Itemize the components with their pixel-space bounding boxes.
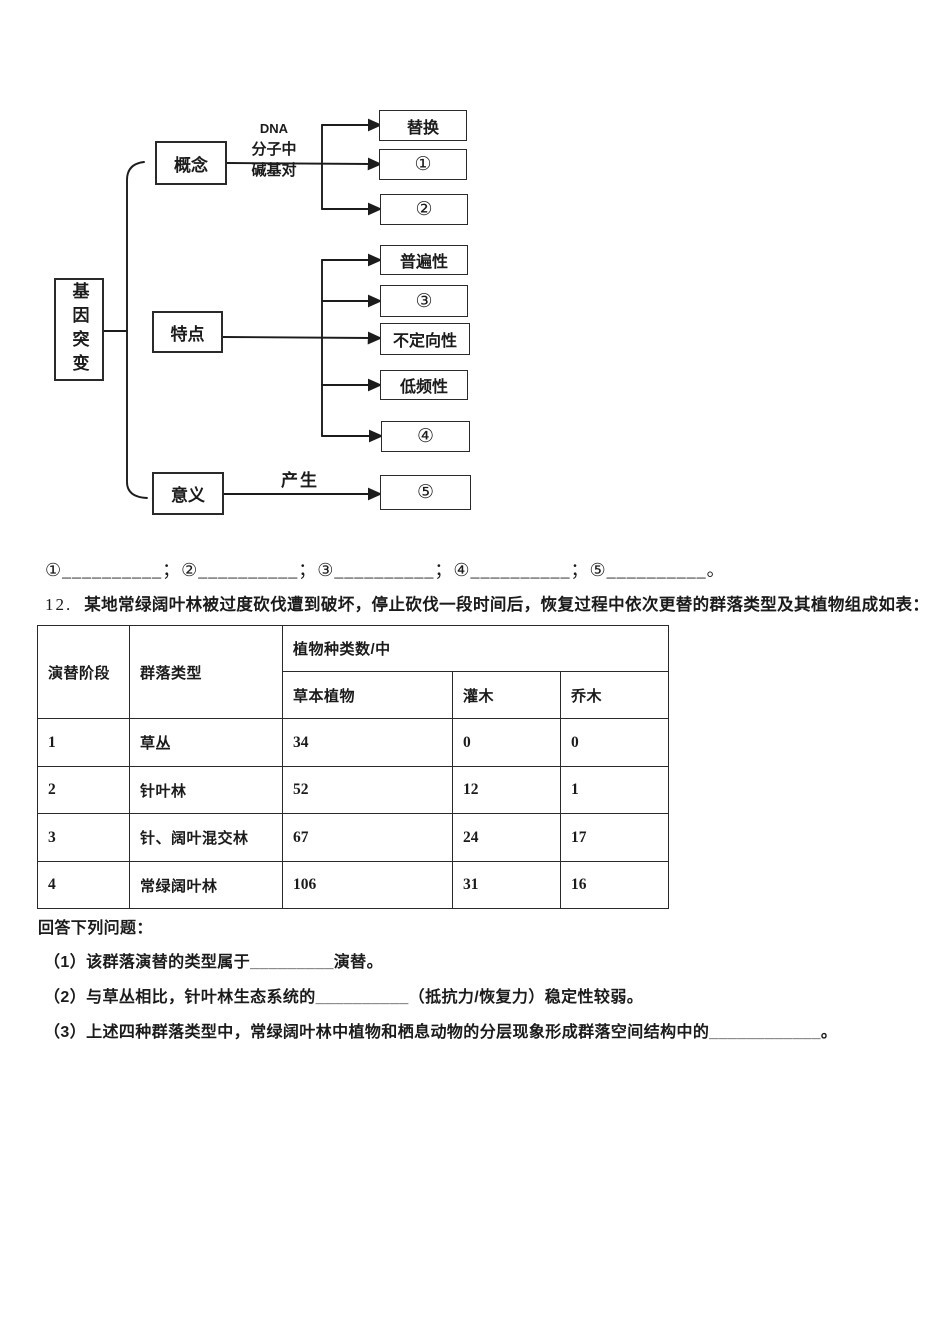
header-shrub: 灌木 [452, 671, 561, 719]
dna-label-line2: 分子中 [251, 141, 297, 158]
cell-tree: 1 [560, 766, 669, 814]
sub-question-1: （1）该群落演替的类型属于_________演替。 [44, 954, 383, 971]
header-species-group: 植物种类数/中 [282, 625, 669, 672]
table-header-row-2: 草本植物 灌木 乔木 [38, 671, 669, 719]
question-12-number: 12. [45, 595, 73, 614]
cell-tree: 16 [560, 861, 669, 909]
header-tree: 乔木 [560, 671, 669, 719]
target-box-substitution: 替换 [379, 110, 467, 141]
table-row: 3 针、阔叶混交林 67 24 17 [37, 813, 669, 862]
header-herb: 草本植物 [282, 671, 453, 719]
concept-main-arrow [226, 157, 383, 171]
target-box-nondirectional: 不定向性 [380, 323, 470, 355]
cell-community: 针叶林 [129, 766, 283, 814]
sub-question-2: （2）与草丛相比，针叶林生态系统的__________（抵抗力/恢复力）稳定性较… [44, 989, 644, 1006]
meaning-box: 意义 [152, 472, 224, 515]
target-box-blank1: ① [379, 149, 467, 180]
dna-label-line3: 碱基对 [251, 162, 297, 179]
root-box-gene-mutation: 基因突变 [54, 278, 104, 381]
target-box-blank5: ⑤ [380, 475, 471, 510]
target-box-blank4: ④ [381, 421, 470, 452]
table-row: 2 针叶林 52 12 1 [37, 766, 669, 814]
cell-stage: 4 [37, 861, 130, 909]
dna-base-pair-edge-label: DNA 分子中 碱基对 [236, 118, 312, 181]
produce-edge-label: 产生 [281, 471, 319, 490]
diagram-connectors [103, 118, 384, 501]
table-header-row-1: 演替阶段 群落类型 植物种类数/中 [37, 625, 669, 719]
cell-shrub: 12 [452, 766, 561, 814]
succession-table: 演替阶段 群落类型 植物种类数/中 草本植物 灌木 乔木 1 草丛 34 0 0… [37, 625, 669, 909]
answer-blanks-line: ①__________；②__________；③__________；④___… [45, 560, 726, 580]
cell-herb: 67 [282, 813, 453, 862]
cell-tree: 0 [560, 718, 669, 767]
target-box-low-frequency: 低频性 [380, 370, 468, 400]
target-box-blank3: ③ [380, 285, 468, 317]
cell-herb: 34 [282, 718, 453, 767]
feature-main-arrow [222, 331, 383, 345]
cell-tree: 17 [560, 813, 669, 862]
cell-community: 常绿阔叶林 [129, 861, 283, 909]
cell-community: 针、阔叶混交林 [129, 813, 283, 862]
question-12-intro: 12. 某地常绿阔叶林被过度砍伐遭到破坏，停止砍伐一段时间后，恢复过程中依次更替的… [45, 591, 929, 615]
cell-herb: 106 [282, 861, 453, 909]
table-row: 1 草丛 34 0 0 [37, 718, 669, 767]
cell-stage: 1 [37, 718, 130, 767]
concept-box: 概念 [155, 141, 227, 185]
root-bracket [126, 161, 148, 499]
cell-shrub: 24 [452, 813, 561, 862]
cell-shrub: 31 [452, 861, 561, 909]
question-12-text: 某地常绿阔叶林被过度砍伐遭到破坏，停止砍伐一段时间后，恢复过程中依次更替的群落类… [84, 596, 930, 614]
cell-stage: 2 [37, 766, 130, 814]
dna-label-line1: DNA [259, 121, 289, 136]
sub-question-3: （3）上述四种群落类型中，常绿阔叶林中植物和栖息动物的分层现象形成群落空间结构中… [44, 1024, 838, 1041]
gene-mutation-diagram: 基因突变 概念 特点 意义 DNA 分子中 碱基对 产生 替换 ① ② 普遍性 … [0, 0, 950, 545]
target-box-blank2: ② [380, 194, 468, 225]
cell-shrub: 0 [452, 718, 561, 767]
target-box-universality: 普遍性 [380, 245, 468, 275]
header-stage: 演替阶段 [37, 625, 130, 719]
cell-stage: 3 [37, 813, 130, 862]
table-row: 4 常绿阔叶林 106 31 16 [37, 861, 669, 909]
cell-herb: 52 [282, 766, 453, 814]
feature-box: 特点 [152, 311, 223, 353]
cell-community: 草丛 [129, 718, 283, 767]
answer-prompt: 回答下列问题： [38, 920, 153, 937]
header-community: 群落类型 [129, 625, 283, 719]
